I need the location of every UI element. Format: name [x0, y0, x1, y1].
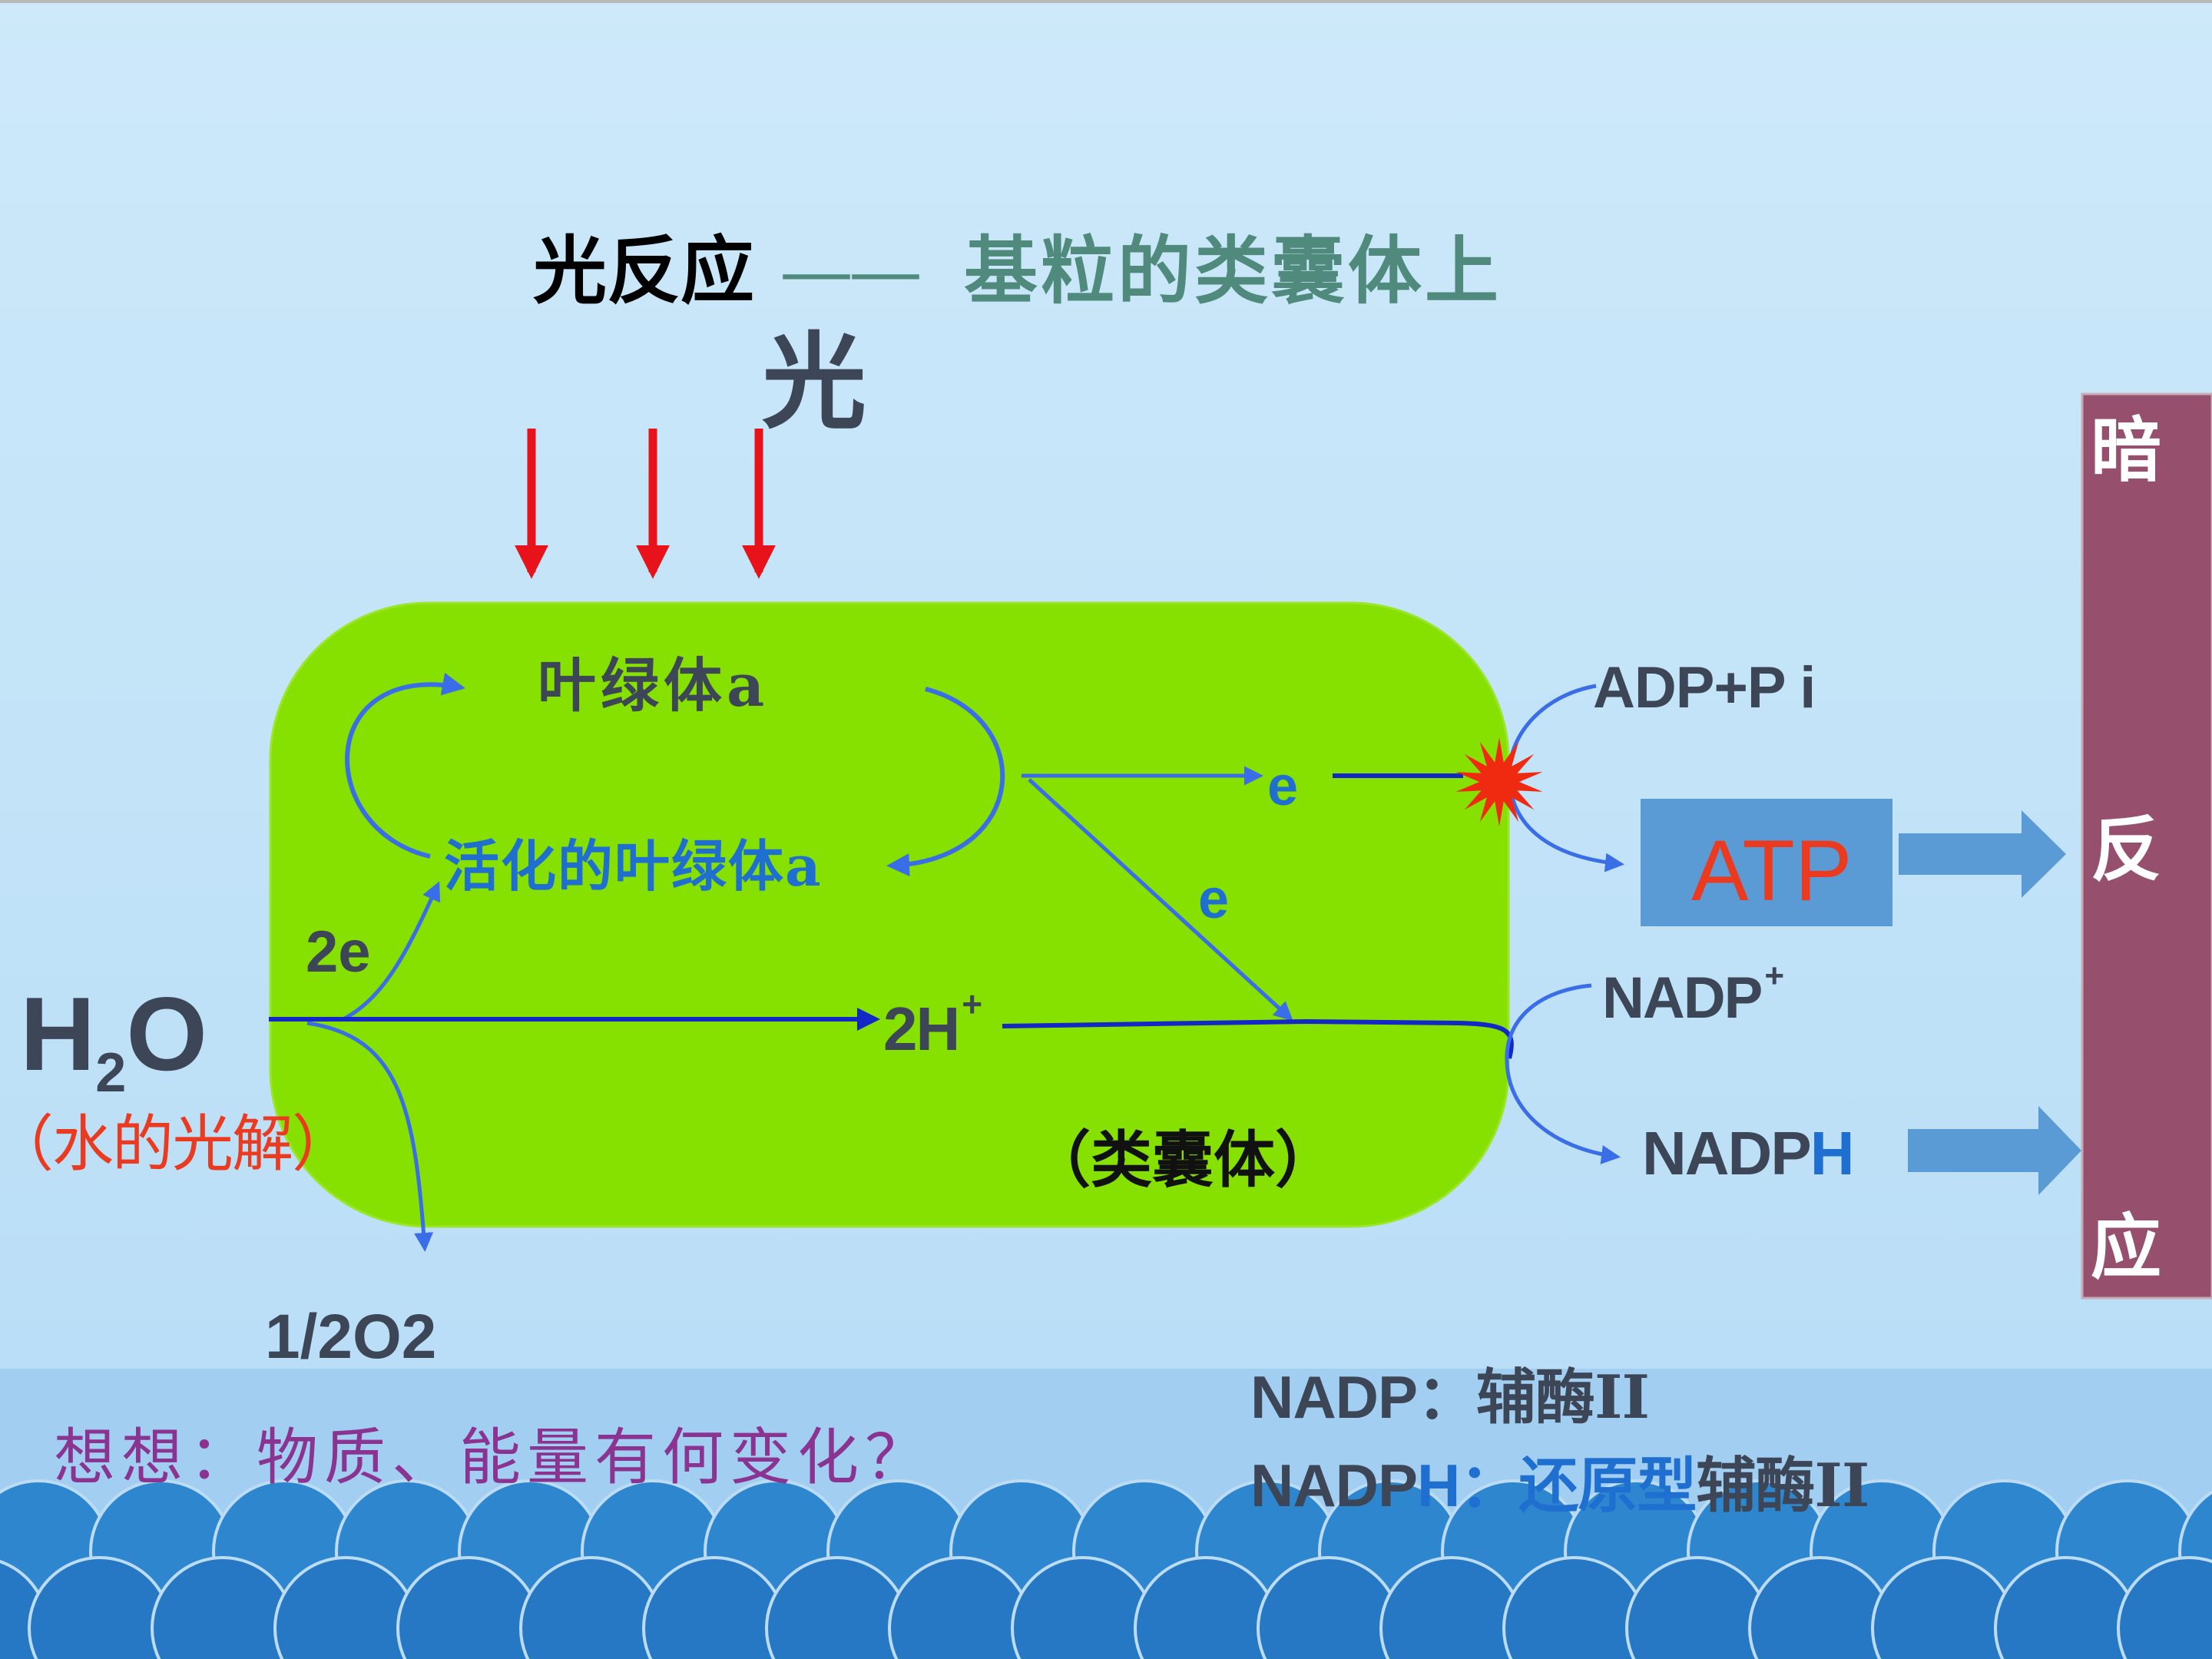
hydrogen-charge: + [962, 984, 982, 1024]
nadp-plus-label: NADP+ [1602, 959, 1784, 1028]
hydrogen-ion-label: 2H+ [883, 986, 982, 1063]
nadph-def-term-b: H： [1417, 1452, 1519, 1519]
activation-arrow-left [345, 672, 465, 859]
nadph-label: NADPH [1642, 1123, 1854, 1184]
water-formula: H2O [20, 982, 207, 1101]
nadp-text: NADP [1602, 965, 1763, 1031]
slide-title-right: 基粒的类囊体上 [964, 227, 1502, 314]
nadph-def-rest: 辅酶II [1696, 1451, 1869, 1521]
nadp-definition: NADP：辅酶II [1250, 1367, 1650, 1428]
chlorophyll-cycle [345, 672, 1005, 877]
thylakoid-membrane [269, 601, 1510, 1228]
water-subscript: 2 [95, 1042, 126, 1104]
electron-paths [306, 766, 1293, 1252]
light-arrows [515, 429, 776, 579]
nadph-definition: NADPH：还原型辅酶II [1250, 1455, 1869, 1516]
light-label: 光 [762, 321, 866, 444]
thylakoid-label: （类囊体） [1029, 1124, 1336, 1196]
dark-reaction-char-2: 反 [2091, 808, 2162, 891]
top-border [0, 0, 2212, 3]
atp-box [1641, 799, 1892, 926]
nadp-charge: + [1764, 957, 1784, 995]
dark-reaction-char-3: 应 [2091, 1206, 2162, 1289]
nadph-def-blue: 还原型 [1518, 1451, 1697, 1521]
energy-starburst [1455, 737, 1543, 826]
nadp-def-text: 辅酶II [1476, 1363, 1650, 1432]
nadph-text-a: NADP [1642, 1119, 1812, 1187]
wave-scallop [2117, 1556, 2212, 1659]
water-h: H [20, 975, 95, 1092]
two-e-label: 2e [306, 919, 371, 985]
wave-decoration [0, 1369, 2212, 1659]
nadp-def-term: NADP： [1250, 1363, 1477, 1431]
slide-title-left: 光反应 [533, 227, 754, 314]
dark-reaction-bar [2081, 392, 2212, 1300]
nadph-def-term-a: NADP [1250, 1452, 1418, 1519]
return-arrow-right [886, 687, 1005, 877]
water-o: O [126, 975, 207, 1092]
oxygen-arrow [306, 1021, 434, 1252]
atp-to-dark-arrow [1899, 810, 2066, 898]
nadp-curve [1505, 983, 1621, 1164]
two-e-arrow [340, 881, 441, 1022]
chlorophyll-label: 叶绿体a [538, 651, 770, 720]
hydrogen-to-nadp-line [1002, 1018, 1514, 1059]
dark-reaction-char-1: 暗 [2091, 409, 2162, 492]
electron-arrow-diagonal [1028, 778, 1293, 1022]
nadph-to-dark-arrow [1908, 1106, 2081, 1195]
photolysis-label: （水的光解） [0, 1108, 353, 1180]
adp-pi-label: ADP+P i [1593, 655, 1816, 720]
atp-label: ATP [1691, 823, 1853, 919]
hydrogen-paths [269, 773, 1514, 1059]
nadph-text-b: H [1810, 1119, 1855, 1187]
activated-chlorophyll-label: 活化的叶绿体a [444, 833, 823, 899]
electron-label-diagonal: e [1198, 869, 1230, 930]
question-text: 想想：物质、能量有何变化？ [54, 1422, 932, 1493]
oxygen-label: 1/2O2 [265, 1302, 437, 1372]
electron-label-upper: e [1267, 756, 1299, 817]
hydrogen-text: 2H [883, 995, 960, 1063]
slide-title-dash: —— [780, 228, 922, 314]
